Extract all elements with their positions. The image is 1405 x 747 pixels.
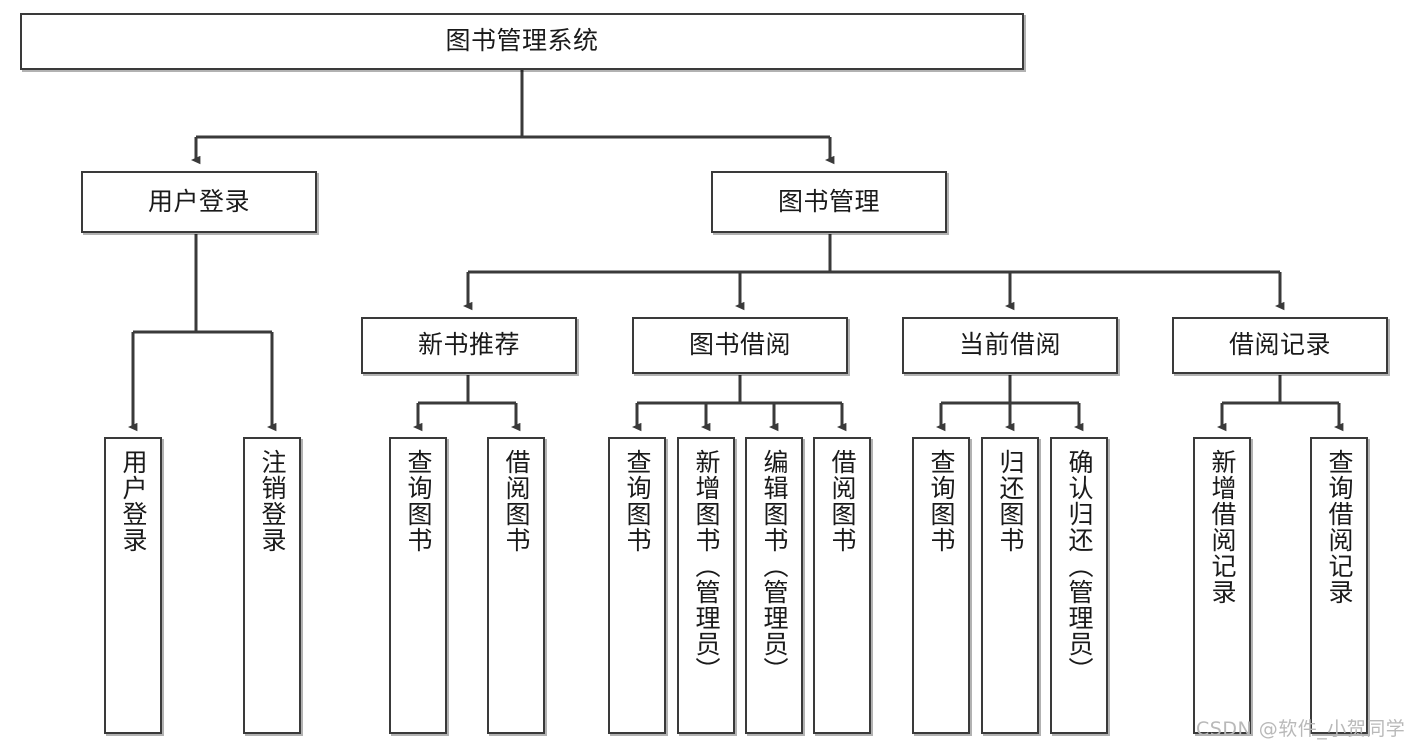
node-new-book-recommend[interactable]: 新书推荐 bbox=[361, 317, 577, 374]
leaf-confirm-return[interactable]: 确认归还（管理员） bbox=[1050, 437, 1108, 734]
leaf-query-record[interactable]: 查询借阅记录 bbox=[1310, 437, 1368, 734]
leaf-query-book-1-label: 查询图书 bbox=[404, 449, 433, 553]
leaf-user-login[interactable]: 用户登录 bbox=[104, 437, 162, 734]
leaf-query-book-3[interactable]: 查询图书 bbox=[912, 437, 970, 734]
node-borrow-record-label: 借阅记录 bbox=[1228, 330, 1331, 360]
leaf-query-record-label: 查询借阅记录 bbox=[1325, 449, 1354, 605]
csdn-watermark: CSDN @软件_小贺同学 bbox=[1196, 718, 1405, 740]
leaf-edit-book-label: 编辑图书（管理员） bbox=[760, 449, 789, 683]
leaf-edit-book[interactable]: 编辑图书（管理员） bbox=[745, 437, 803, 734]
node-book-manage-label: 图书管理 bbox=[777, 186, 880, 216]
node-borrow-record[interactable]: 借阅记录 bbox=[1172, 317, 1388, 374]
leaf-logout-login-label: 注销登录 bbox=[258, 449, 287, 553]
node-root-system[interactable]: 图书管理系统 bbox=[20, 13, 1024, 70]
leaf-add-book[interactable]: 新增图书（管理员） bbox=[677, 437, 735, 734]
node-user-login[interactable]: 用户登录 bbox=[81, 171, 317, 233]
node-root-label: 图书管理系统 bbox=[445, 26, 599, 56]
node-book-borrow[interactable]: 图书借阅 bbox=[632, 317, 848, 374]
leaf-query-book-3-label: 查询图书 bbox=[927, 449, 956, 553]
leaf-confirm-return-label: 确认归还（管理员） bbox=[1065, 449, 1094, 683]
leaf-borrow-book-2[interactable]: 借阅图书 bbox=[813, 437, 871, 734]
node-new-book-recommend-label: 新书推荐 bbox=[417, 330, 520, 360]
leaf-return-book[interactable]: 归还图书 bbox=[981, 437, 1039, 734]
leaf-user-login-label: 用户登录 bbox=[119, 449, 148, 553]
leaf-query-book-2[interactable]: 查询图书 bbox=[608, 437, 666, 734]
leaf-return-book-label: 归还图书 bbox=[996, 449, 1025, 553]
leaf-borrow-book-1-label: 借阅图书 bbox=[502, 449, 531, 553]
node-book-borrow-label: 图书借阅 bbox=[688, 330, 791, 360]
node-user-login-label: 用户登录 bbox=[147, 186, 250, 216]
leaf-add-record[interactable]: 新增借阅记录 bbox=[1193, 437, 1251, 734]
leaf-query-book-2-label: 查询图书 bbox=[623, 449, 652, 553]
node-book-manage[interactable]: 图书管理 bbox=[711, 171, 947, 233]
leaf-logout-login[interactable]: 注销登录 bbox=[243, 437, 301, 734]
node-current-borrow-label: 当前借阅 bbox=[958, 330, 1061, 360]
leaf-query-book-1[interactable]: 查询图书 bbox=[389, 437, 447, 734]
leaf-borrow-book-1[interactable]: 借阅图书 bbox=[487, 437, 545, 734]
leaf-add-book-label: 新增图书（管理员） bbox=[692, 449, 721, 683]
leaf-borrow-book-2-label: 借阅图书 bbox=[828, 449, 857, 553]
leaf-add-record-label: 新增借阅记录 bbox=[1208, 449, 1237, 605]
node-current-borrow[interactable]: 当前借阅 bbox=[902, 317, 1118, 374]
